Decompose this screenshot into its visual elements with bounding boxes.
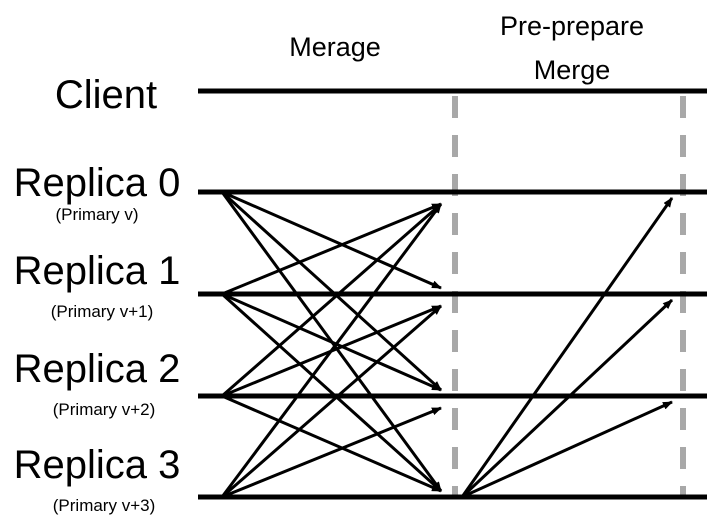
merage-arrow-r3-to-r0 — [220, 203, 443, 498]
replica-1-label: Replica 1 — [14, 249, 181, 293]
phase-label-pre-prepare: Pre-prepare — [500, 11, 644, 41]
replica-3-role: (Primary v+3) — [53, 496, 155, 515]
merage-arrow-r3-to-r2 — [221, 406, 442, 499]
client-label: Client — [55, 73, 157, 117]
replica-2-label: Replica 2 — [14, 347, 181, 391]
merge-arrow-r3-to-r0 — [460, 197, 674, 498]
merge-arrow-r3-to-r1 — [460, 298, 674, 499]
replica-0-role: (Primary v) — [55, 205, 138, 224]
merage-arrow-r1-to-r0 — [221, 202, 442, 296]
replica-0-label: Replica 0 — [14, 161, 181, 205]
merage-arrow-r2-to-r3 — [221, 394, 442, 493]
merage-arrow-r1-to-r3 — [220, 292, 443, 493]
phase-label-merage: Merage — [289, 32, 381, 62]
merage-arrow-r3-to-r1 — [221, 304, 442, 499]
merage-arrow-r0-to-r1 — [221, 190, 442, 290]
phase-label-merge: Merge — [534, 55, 611, 85]
replica-2-role: (Primary v+2) — [53, 400, 155, 419]
replica-1-role: (Primary v+1) — [51, 302, 153, 321]
merge-arrow-r3-to-r2 — [461, 400, 673, 499]
replica-3-label: Replica 3 — [14, 443, 181, 487]
message-arrows — [220, 190, 674, 499]
merage-arrow-r0-to-r2 — [220, 190, 443, 392]
merage-arrow-r1-to-r2 — [221, 292, 442, 392]
merage-arrow-r2-to-r0 — [221, 202, 442, 398]
